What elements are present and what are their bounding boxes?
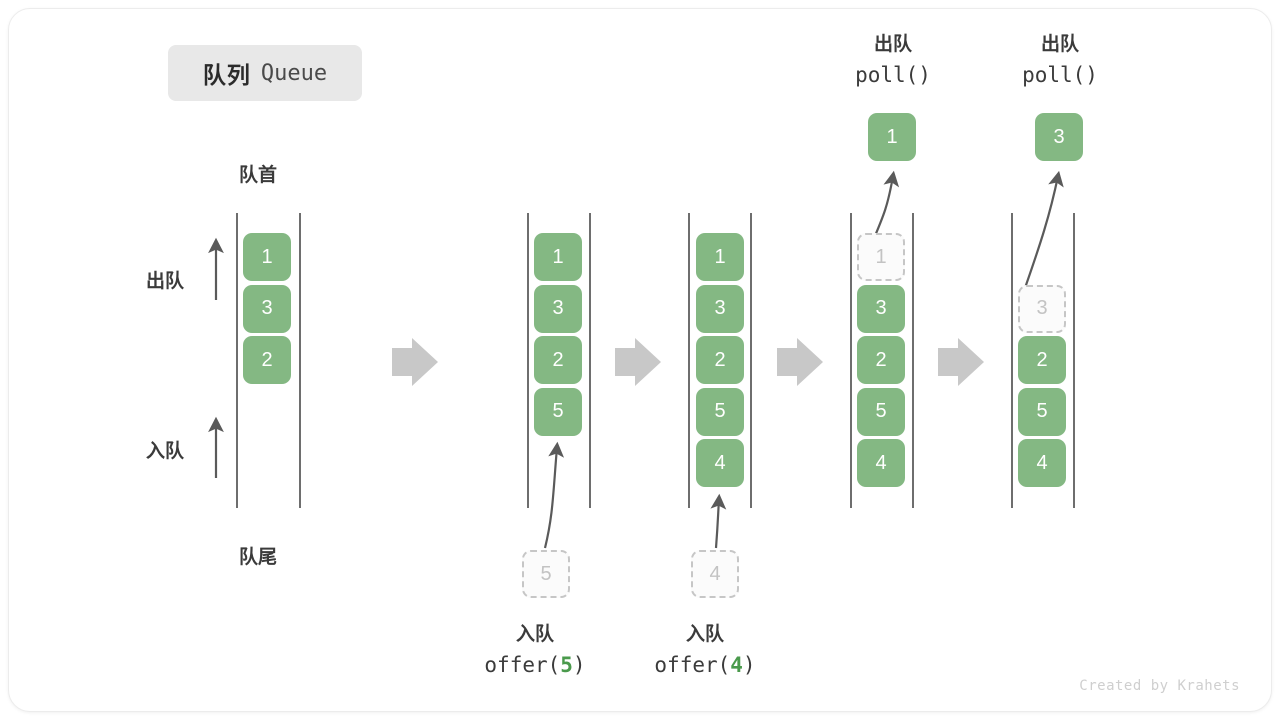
caption-offer-4: 入队 offer(4) [600,620,810,682]
caption-offer-5-call: offer(5) [484,653,586,678]
incoming-cell-s2: 5 [522,550,570,598]
caption-offer-4-cn: 入队 [685,624,724,645]
credit-text: Created by Krahets [1079,678,1240,694]
incoming-cell-s3: 4 [691,550,739,598]
popped-cell-s5: 3 [1035,113,1083,161]
queue-cell-s5-2: 2 [1018,336,1066,384]
queue-cell-s2-3: 2 [534,336,582,384]
label-front: 队首 [239,165,278,186]
queue-cell-s5-4: 4 [1018,439,1066,487]
title-cn: 队列 [202,62,251,88]
queue-cell-s3-3: 2 [696,336,744,384]
queue-cell-s4-2: 3 [857,284,905,333]
queue-cell-s4-4: 5 [857,387,905,436]
diagram-card [8,8,1272,712]
queue-cell-s3-4: 5 [696,387,744,436]
queue-cell-s4-5: 4 [857,439,905,487]
queue-cell-s3-5: 4 [696,439,744,487]
title-badge: 队列 Queue [168,45,362,101]
caption-poll-1: 出队 poll() [788,30,998,92]
queue-cell-s4-3: 2 [857,336,905,384]
queue-cell-s3-1: 1 [696,233,744,281]
caption-poll-2-call: poll() [1022,63,1098,88]
queue-cell-s5-1: 3 [1018,284,1066,333]
title-en: Queue [260,60,328,86]
label-dequeue: 出队 [146,271,185,292]
caption-offer-5-cn: 入队 [515,624,554,645]
popped-cell-s4: 1 [868,113,916,161]
caption-offer-5: 入队 offer(5) [430,620,640,682]
queue-cell-s1-3: 2 [243,336,291,384]
queue-cell-s2-4: 5 [534,387,582,436]
caption-poll-2-cn: 出队 [1040,34,1079,55]
queue-cell-s1-1: 1 [243,233,291,281]
caption-poll-1-call: poll() [855,63,931,88]
queue-cell-s1-2: 3 [243,284,291,333]
queue-cell-s2-2: 3 [534,284,582,333]
queue-cell-s5-3: 5 [1018,387,1066,436]
caption-poll-1-cn: 出队 [873,34,912,55]
label-enqueue: 入队 [146,441,185,462]
queue-cell-s3-2: 3 [696,284,744,333]
queue-cell-s4-1: 1 [857,233,905,281]
label-rear: 队尾 [239,547,278,568]
caption-offer-4-call: offer(4) [654,653,756,678]
queue-cell-s2-1: 1 [534,233,582,281]
caption-poll-2: 出队 poll() [955,30,1165,92]
